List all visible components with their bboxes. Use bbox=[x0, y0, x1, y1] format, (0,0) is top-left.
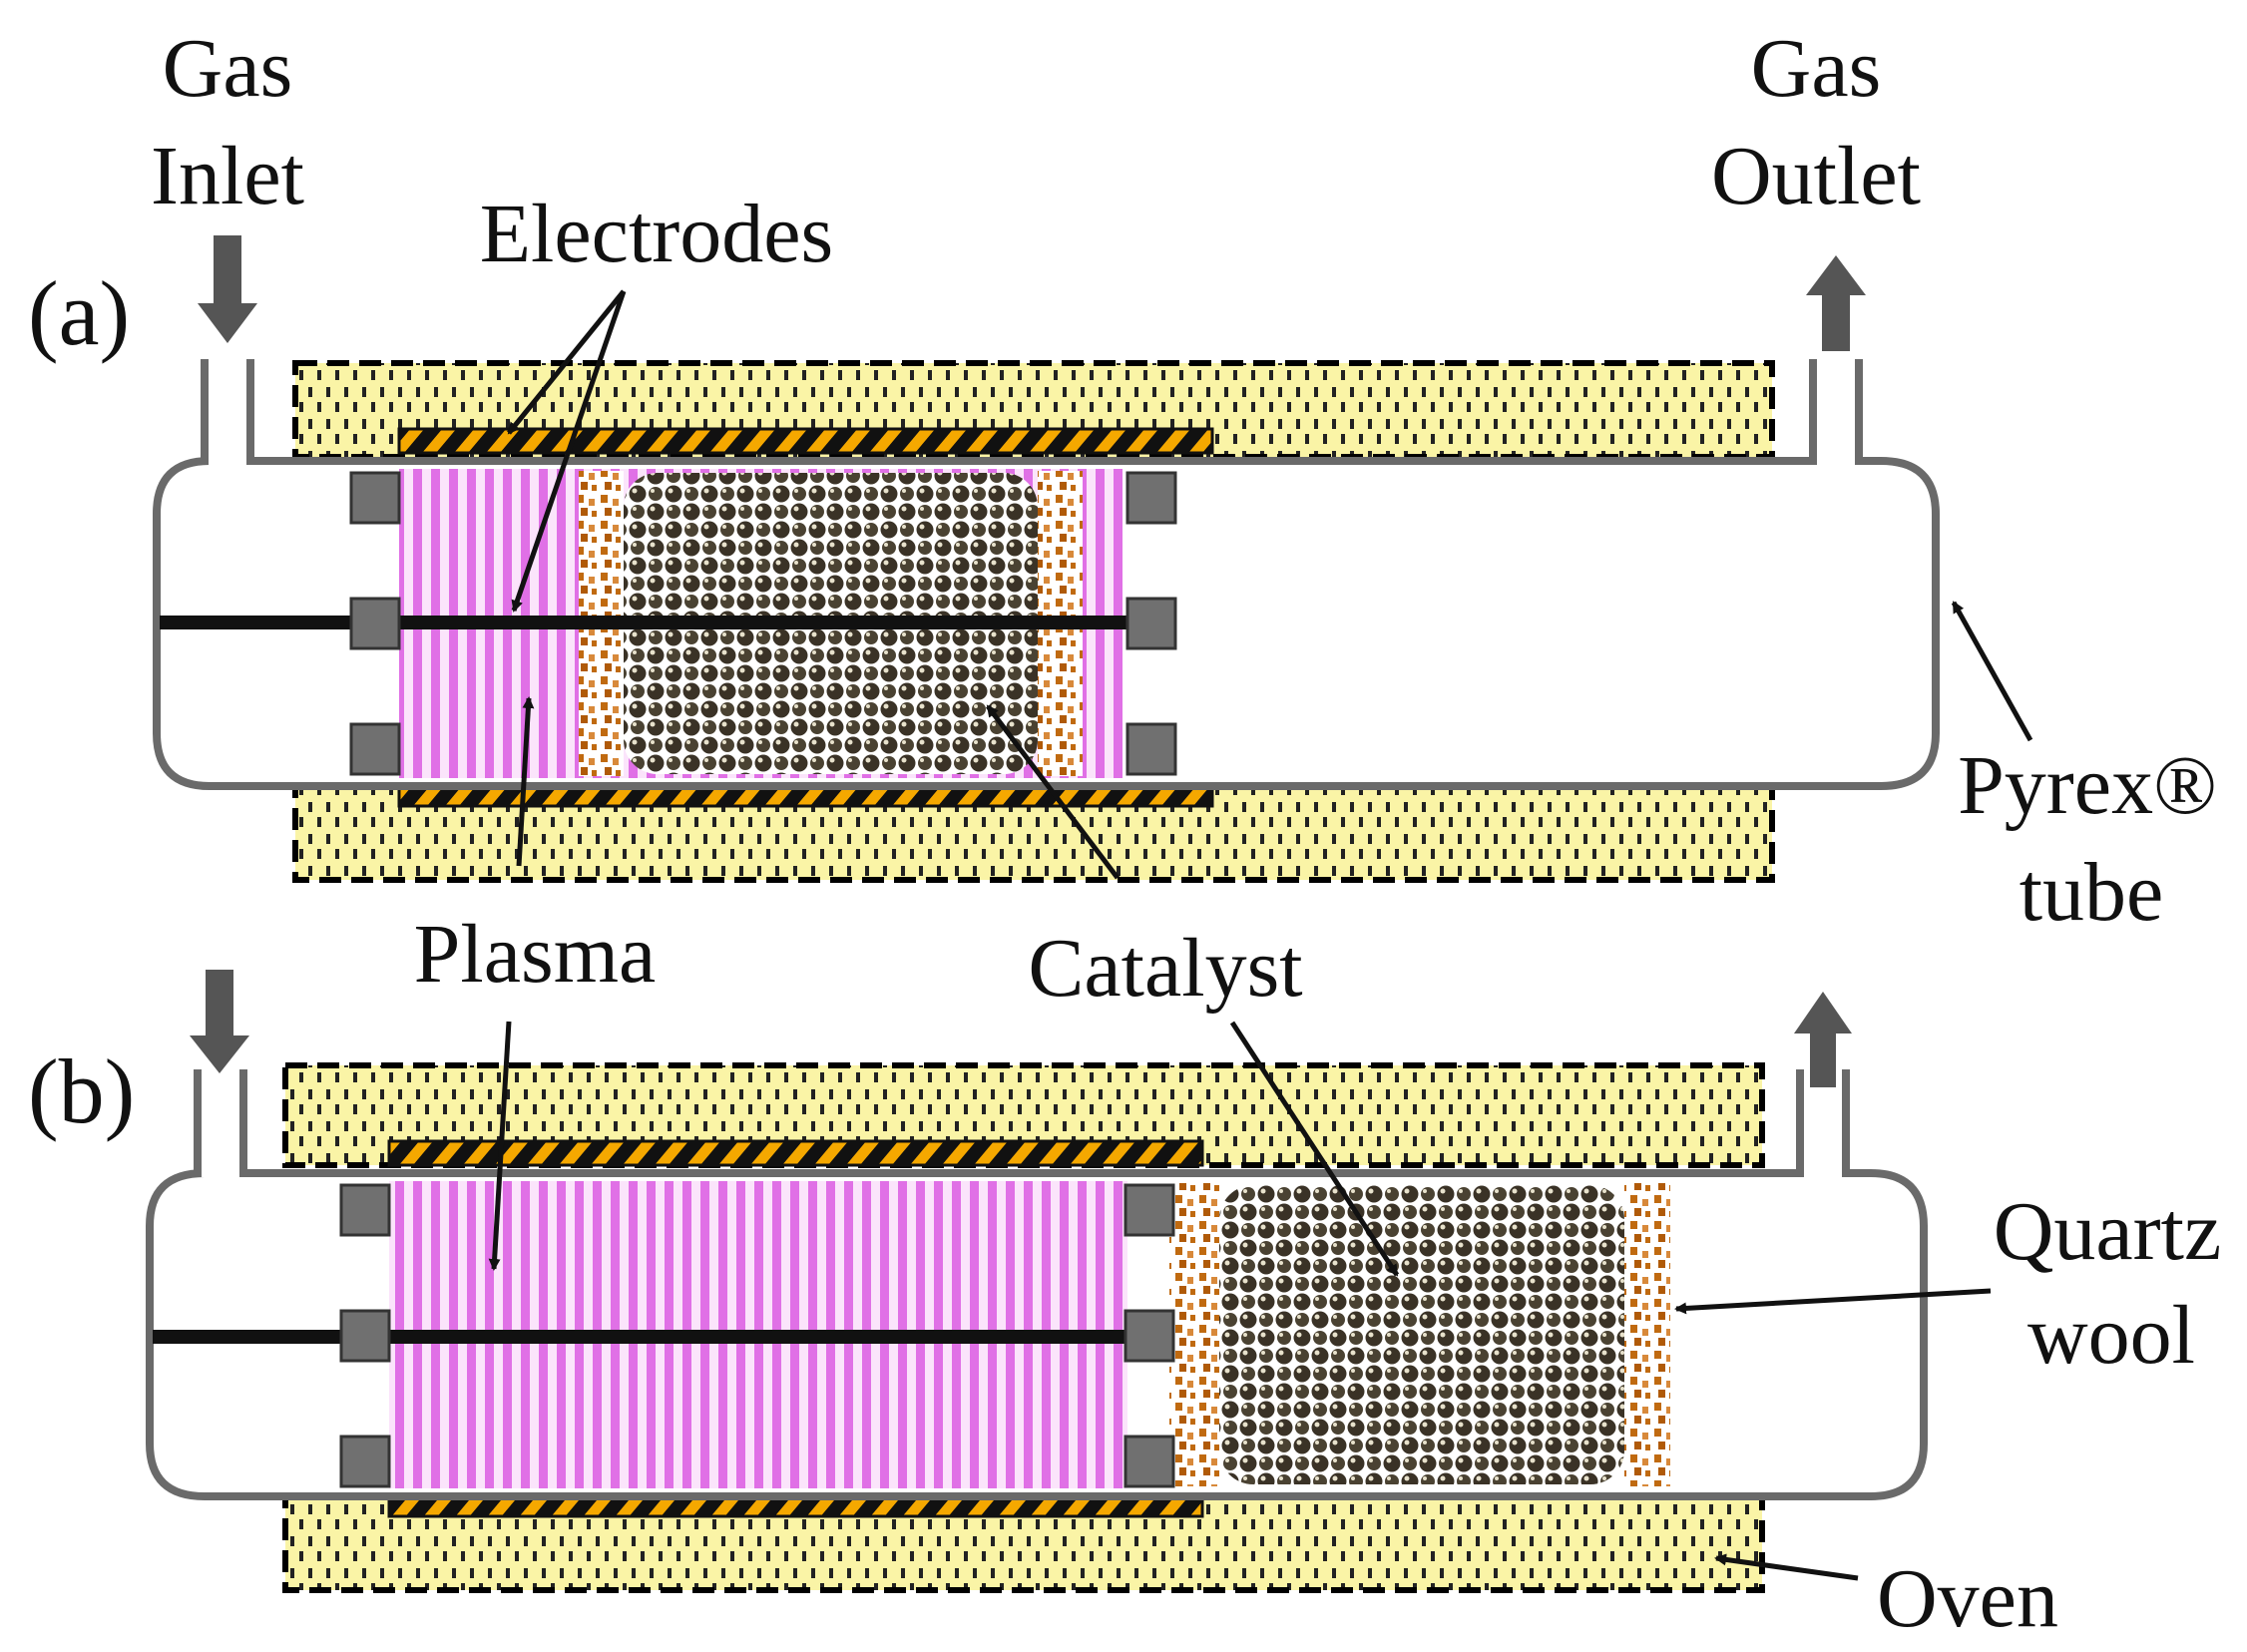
leader-plasma-a bbox=[516, 696, 535, 867]
leader-plasma-b bbox=[488, 1021, 512, 1271]
outlet-neck-a bbox=[1809, 359, 1863, 465]
spacer-b bbox=[339, 1435, 391, 1488]
label-quartz-wool: Quartz bbox=[1994, 1185, 2222, 1278]
spacer-a bbox=[1125, 471, 1177, 525]
spacer-b bbox=[1124, 1435, 1175, 1488]
quartz-wool-right-b bbox=[1624, 1183, 1670, 1486]
label-electrodes: Electrodes bbox=[480, 188, 834, 280]
electrode-top-b bbox=[387, 1139, 1204, 1167]
label-pyrex-tube: Pyrex® bbox=[1958, 739, 2217, 832]
spacer-b bbox=[339, 1183, 391, 1237]
leader-catalyst-a bbox=[986, 704, 1120, 880]
arrow-down-icon bbox=[190, 970, 249, 1073]
catalyst-bed-b bbox=[1219, 1185, 1624, 1484]
arrow-up-icon bbox=[1794, 992, 1852, 1087]
label-quartz-wool: wool bbox=[2027, 1289, 2195, 1382]
arrow-down-icon bbox=[198, 235, 257, 343]
label-gas-outlet: Gas bbox=[1751, 22, 1882, 115]
electrode-top-a bbox=[397, 427, 1214, 455]
panel-b: (b) bbox=[28, 970, 1928, 1593]
label-gas-inlet: Gas bbox=[163, 22, 293, 115]
arrow-up-icon bbox=[1806, 255, 1866, 351]
leader-electrodes-top bbox=[507, 289, 626, 435]
spacer-a bbox=[349, 722, 401, 776]
label-oven: Oven bbox=[1877, 1552, 2058, 1645]
label-gas-inlet: Inlet bbox=[151, 130, 304, 222]
spacer-b bbox=[1124, 1183, 1175, 1237]
leader-catalyst-b bbox=[1229, 1021, 1400, 1277]
spacer-a bbox=[349, 471, 401, 525]
leader-pyrex bbox=[1951, 601, 2033, 742]
quartz-wool-left-b bbox=[1169, 1183, 1221, 1486]
leader-electrodes-rod bbox=[511, 290, 627, 613]
leader-quartz-wool bbox=[1674, 1288, 1992, 1315]
panel-tag-a: (a) bbox=[28, 262, 130, 364]
label-gas-outlet: Outlet bbox=[1711, 130, 1921, 222]
spacer-a bbox=[1125, 597, 1177, 650]
inlet-neck-b bbox=[194, 1069, 247, 1177]
labels: Gas Inlet Gas Outlet Electrodes Plasma C… bbox=[151, 22, 2221, 1645]
leader-lines bbox=[488, 289, 2033, 1581]
spacer-b bbox=[339, 1309, 391, 1363]
label-plasma: Plasma bbox=[414, 908, 657, 1001]
label-pyrex-tube: tube bbox=[2020, 846, 2164, 939]
spacer-a bbox=[1125, 722, 1177, 776]
spacer-a bbox=[349, 597, 401, 650]
label-catalyst: Catalyst bbox=[1028, 922, 1302, 1015]
inlet-neck-a bbox=[201, 359, 254, 465]
leader-oven bbox=[1714, 1553, 1859, 1581]
panel-tag-b: (b) bbox=[28, 1040, 135, 1142]
spacer-b bbox=[1124, 1309, 1175, 1363]
panel-a: (a) bbox=[28, 235, 1940, 883]
